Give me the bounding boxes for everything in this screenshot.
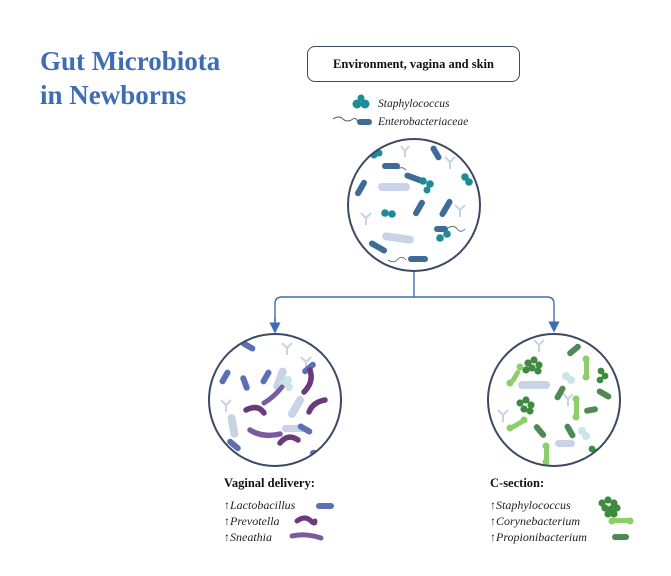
propionibacterium-icon [612, 534, 629, 540]
taxon-name: Lactobacillus [230, 498, 296, 512]
enterobacteriaceae-legend-icon [332, 116, 372, 125]
taxon-name: Corynebacterium [496, 514, 580, 528]
vaginal-delivery-heading: Vaginal delivery: [224, 476, 315, 490]
enterobacteriaceae-source-label: Enterobacteriaceae [378, 116, 469, 128]
sneathia-icon [289, 532, 324, 541]
taxon-name: Sneathia [230, 530, 272, 544]
increase-arrow: ↑ [224, 530, 230, 544]
increase-arrow: ↑ [490, 498, 496, 512]
c-section-item-corynebacterium: ↑Corynebacterium [490, 514, 580, 529]
increase-arrow: ↑ [224, 498, 230, 512]
vaginal-item-prevotella: ↑Prevotella [224, 514, 280, 529]
branch-connector [269, 271, 560, 334]
taxon-name: Staphylococcus [496, 498, 571, 512]
staphylococcus-legend-icon [352, 94, 370, 109]
source-microbiota-circle [347, 138, 481, 272]
title-line-1: Gut Microbiota [40, 46, 221, 76]
source-box: Environment, vagina and skin [307, 46, 520, 82]
increase-arrow: ↑ [224, 514, 230, 528]
source-box-label: Environment, vagina and skin [333, 56, 494, 71]
c-section-circle [487, 333, 621, 467]
increase-arrow: ↑ [490, 514, 496, 528]
corynebacterium-icon [608, 517, 634, 525]
taxon-name: Propionibacterium [496, 530, 587, 544]
c-section-item-propionibacterium: ↑Propionibacterium [490, 530, 587, 545]
staphylococcus-cluster-icon [598, 496, 621, 518]
c-section-item-staphylococcus: ↑Staphylococcus [490, 498, 571, 513]
c-section-heading: C-section: [490, 476, 545, 490]
lactobacillus-icon [316, 503, 334, 509]
increase-arrow: ↑ [490, 530, 496, 544]
staphylococcus-source-label: Staphylococcus [378, 98, 450, 110]
vaginal-item-sneathia: ↑Sneathia [224, 530, 272, 545]
vaginal-delivery-circle [208, 333, 342, 467]
prevotella-icon [294, 515, 318, 526]
title-line-2: in Newborns [40, 80, 187, 110]
vaginal-item-lactobacillus: ↑Lactobacillus [224, 498, 295, 513]
taxon-name: Prevotella [230, 514, 280, 528]
page-title: Gut Microbiota in Newborns [40, 44, 280, 112]
